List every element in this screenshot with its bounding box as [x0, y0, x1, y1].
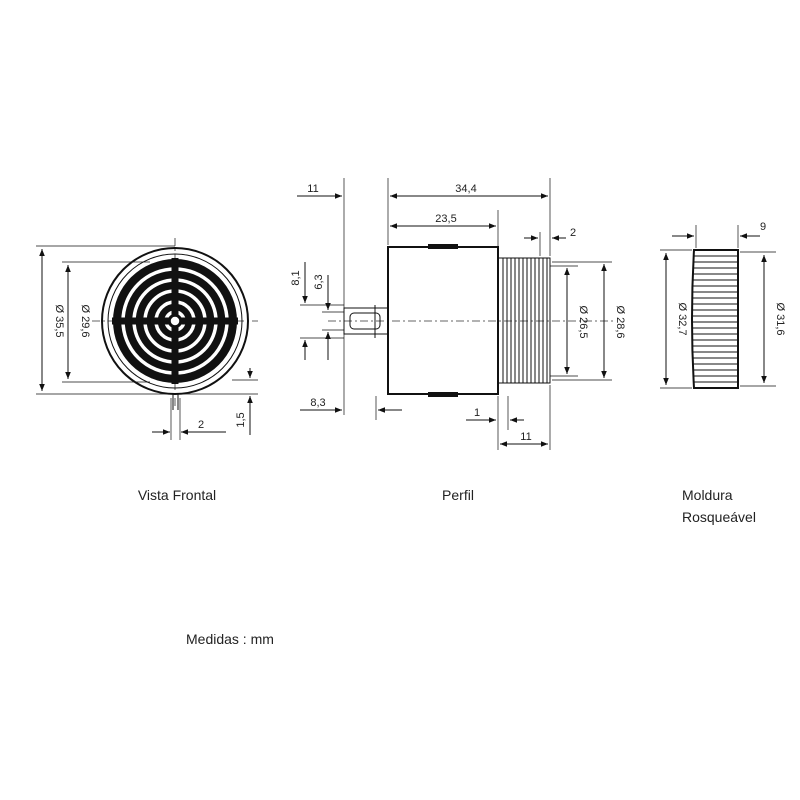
dim-8-3: 8,3 — [310, 397, 325, 409]
bezel-caption-line1: Moldura — [682, 487, 733, 503]
dim-thread-length: 11 — [520, 431, 531, 443]
dim-terminal-length: 11 — [307, 183, 318, 195]
front-view: Ø 35,5 Ø 29,6 2 1,5 Vista Frontal — [36, 238, 258, 503]
body-top-tab — [428, 244, 458, 249]
threaded-section — [497, 257, 551, 384]
dim-body-length: 23,5 — [435, 213, 456, 225]
bezel-outline — [691, 249, 739, 389]
bezel-knurl — [692, 255, 738, 383]
thread-lines — [502, 258, 548, 383]
buzzer-body — [387, 246, 499, 395]
dim-bezel-outer: Ø 32,7 — [676, 302, 688, 335]
dim-8-1: 8,1 — [290, 270, 302, 285]
dim-1: 1 — [474, 407, 480, 419]
dim-bezel-inner: Ø 31,6 — [774, 302, 786, 335]
terminal-slot — [349, 312, 381, 330]
dim-thread-inner: Ø 26,5 — [577, 305, 589, 338]
center-hole — [169, 315, 181, 327]
dim-bezel-width: 9 — [760, 221, 766, 233]
profile-view-caption: Perfil — [442, 487, 474, 503]
profile-view: 34,4 11 23,5 2 8,1 6,3 Ø 26,5 Ø 28,6 — [290, 178, 626, 503]
grille-spokes — [112, 258, 238, 384]
dim-6-3: 6,3 — [313, 274, 325, 289]
dim-height: 1,5 — [235, 412, 247, 427]
front-view-caption: Vista Frontal — [138, 487, 216, 503]
bezel-view: 9 Ø 32,7 Ø 31,6 Moldura Rosqueável — [660, 221, 786, 525]
dim-thread-gap: 2 — [570, 227, 576, 239]
units-note: Medidas : mm — [186, 631, 274, 647]
dim-inner-diameter: Ø 29,6 — [79, 304, 91, 337]
body-bottom-tab — [428, 392, 458, 397]
inner-rim-circle — [107, 253, 243, 389]
dim-outer-diameter: Ø 35,5 — [53, 304, 65, 337]
dim-offset: 2 — [198, 419, 204, 431]
dim-total-length: 34,4 — [455, 183, 476, 195]
bezel-caption-line2: Rosqueável — [682, 509, 756, 525]
dim-thread-outer: Ø 28,6 — [614, 305, 626, 338]
